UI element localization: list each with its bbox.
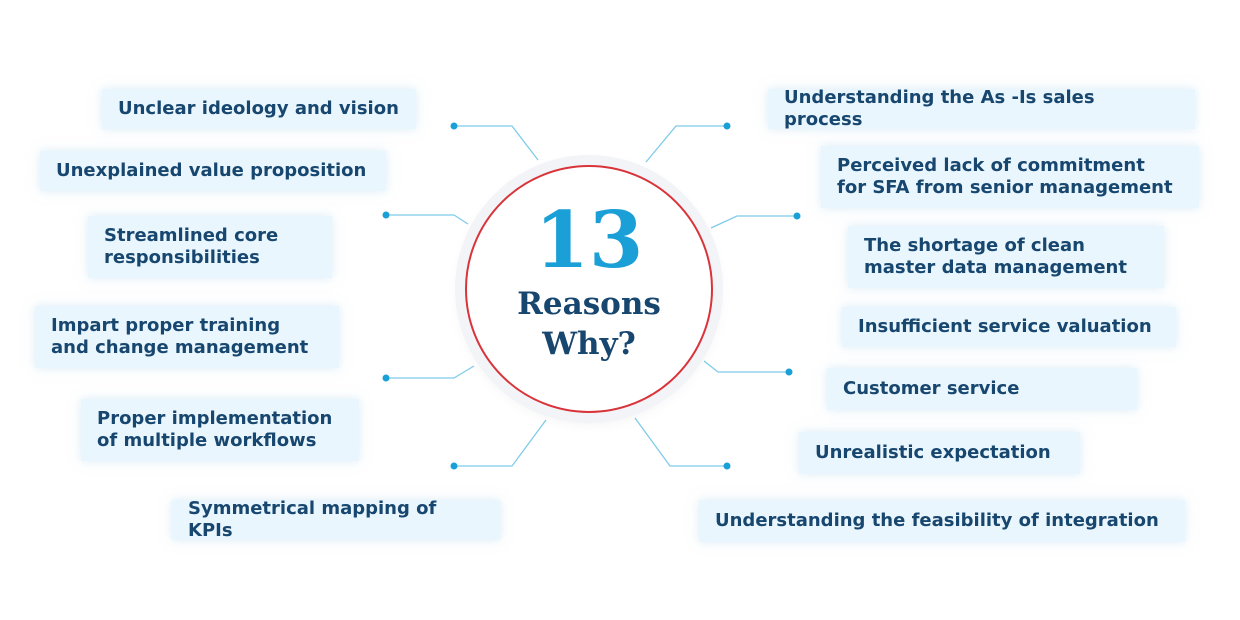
reason-box-right-7: Understanding the feasibility of integra…: [699, 500, 1185, 542]
reason-box-left-3: Streamlined core responsibilities: [88, 216, 332, 278]
connector-right-mid-dot: [793, 212, 801, 220]
connector-left-top-dot: [450, 122, 458, 130]
connector-left-bottom-dot: [450, 462, 458, 470]
reason-box-right-1: Understanding the As -Is sales process: [768, 87, 1195, 130]
reason-label: Unexplained value proposition: [56, 160, 367, 181]
hub-title-why: Why?: [542, 326, 636, 362]
reason-label: Symmetrical mapping of KPIs: [188, 498, 437, 541]
connector-right-top: [645, 125, 727, 163]
reason-label: Understanding the As -Is sales process: [784, 87, 1095, 130]
reason-label: Insufficient service valuation: [858, 316, 1152, 337]
connector-left-low: [386, 365, 475, 379]
reason-box-left-4: Impart proper training and change manage…: [35, 306, 339, 368]
connector-right-mid: [710, 215, 797, 229]
center-hub-circle: 13 Reasons Why?: [465, 165, 713, 413]
hub-title-reasons: Reasons: [517, 286, 661, 322]
connector-right-bottom-dot: [723, 462, 731, 470]
reason-box-left-5: Proper implementation of multiple workfl…: [81, 399, 359, 461]
connector-left-low-dot: [382, 374, 390, 382]
reason-label: Customer service: [843, 378, 1020, 399]
connector-right-top-dot: [723, 122, 731, 130]
reason-label: Unrealistic expectation: [815, 442, 1051, 463]
reason-box-left-2: Unexplained value proposition: [40, 151, 386, 191]
reason-box-right-5: Customer service: [827, 368, 1137, 410]
reason-label: The shortage of clean master data manage…: [864, 235, 1127, 278]
reason-box-left-6: Symmetrical mapping of KPIs: [172, 498, 500, 541]
connector-left-mid-dot: [382, 211, 390, 219]
connector-right-bottom: [634, 417, 727, 467]
reason-label: Impart proper training and change manage…: [51, 315, 309, 358]
connector-left-mid: [386, 214, 469, 225]
reason-box-right-4: Insufficient service valuation: [842, 307, 1176, 347]
connector-right-low-dot: [785, 368, 793, 376]
reason-label: Understanding the feasibility of integra…: [715, 510, 1159, 531]
reason-box-right-2: Perceived lack of commitment for SFA fro…: [821, 146, 1199, 208]
connector-left-bottom: [454, 419, 547, 467]
reason-box-left-1: Unclear ideology and vision: [102, 89, 416, 129]
reason-label: Streamlined core responsibilities: [104, 225, 279, 268]
connector-left-top: [454, 125, 539, 161]
reason-box-right-3: The shortage of clean master data manage…: [848, 226, 1164, 288]
reason-label: Proper implementation of multiple workfl…: [97, 408, 333, 451]
reason-label: Perceived lack of commitment for SFA fro…: [837, 155, 1173, 198]
connector-right-low: [703, 360, 789, 373]
hub-number: 13: [534, 195, 644, 286]
reason-label: Unclear ideology and vision: [118, 98, 399, 119]
reason-box-right-6: Unrealistic expectation: [799, 432, 1080, 474]
